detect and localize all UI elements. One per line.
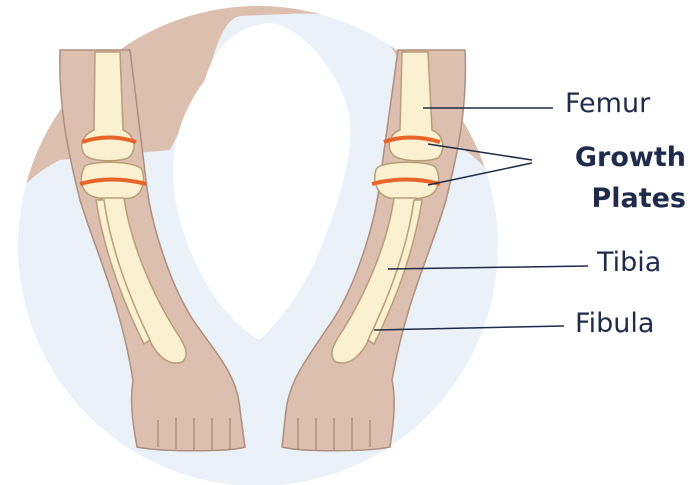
label-femur: Femur — [565, 88, 650, 119]
label-fibula: Fibula — [575, 308, 654, 339]
label-tibia: Tibia — [597, 247, 661, 278]
label-growth-plates-line2: Plates — [591, 183, 686, 214]
label-growth-plates-line1: Growth — [575, 142, 686, 173]
